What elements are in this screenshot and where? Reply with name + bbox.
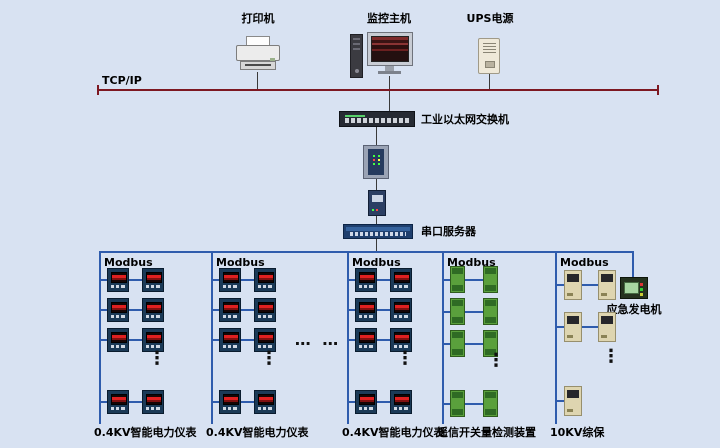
power-meter-icon [219, 268, 241, 292]
bus-column-line [555, 251, 557, 424]
modbus-label: Modbus [560, 256, 609, 269]
ethernet-switch-icon [339, 111, 415, 127]
io-module-icon [483, 390, 498, 417]
printer-label: 打印机 [241, 12, 275, 25]
power-meter-icon [355, 298, 377, 322]
pc-tower-icon [350, 34, 363, 78]
power-meter-icon [219, 328, 241, 352]
power-meter-icon [219, 298, 241, 322]
serial-server-label: 串口服务器 [421, 225, 476, 238]
io-module-icon [450, 390, 465, 417]
emergency-generator-icon [620, 277, 648, 299]
protection-relay-icon [598, 312, 616, 342]
column-bottom-label: 0.4KV智能电力仪表 [206, 426, 309, 439]
printer-output-tray [240, 61, 276, 70]
power-meter-icon [107, 390, 129, 414]
modbus-label: Modbus [104, 256, 153, 269]
column-bottom-label: 0.4KV智能电力仪表 [342, 426, 445, 439]
protection-relay-icon [564, 312, 582, 342]
bus-stub-line [443, 402, 491, 405]
power-meter-icon [142, 268, 164, 292]
ethernet-switch-label: 工业以太网交换机 [421, 113, 509, 126]
power-meter-icon [107, 298, 129, 322]
io-module-icon [483, 330, 498, 357]
monitor-stand [385, 66, 394, 71]
io-module-icon [450, 330, 465, 357]
power-meter-icon [390, 298, 412, 322]
power-meter-icon [390, 268, 412, 292]
tcpip-endcap-left [97, 85, 99, 95]
tcpip-label: TCP/IP [102, 74, 142, 87]
protection-relay-icon [564, 386, 582, 416]
serial-server-icon [343, 224, 413, 239]
monitor-base [378, 71, 401, 74]
power-meter-icon [254, 328, 276, 352]
media-converter-icon [363, 145, 389, 179]
converter-module-icon [368, 190, 386, 216]
power-meter-icon [355, 268, 377, 292]
column-bottom-label: 10KV综保 [550, 426, 605, 439]
printer-icon [236, 36, 280, 72]
ups-drop-wire [489, 74, 490, 90]
power-meter-icon [355, 390, 377, 414]
bus-stub-line [443, 278, 491, 281]
more-devices-ellipsis: ⋮ [148, 348, 166, 369]
chain-wire-1 [376, 127, 377, 145]
chain-wire-3 [376, 216, 377, 224]
protection-relay-icon [564, 270, 582, 300]
modbus-label: Modbus [352, 256, 401, 269]
modbus-label: Modbus [447, 256, 496, 269]
bus-column-line [442, 251, 444, 424]
power-meter-icon [390, 328, 412, 352]
power-meter-icon [254, 268, 276, 292]
more-devices-ellipsis: ⋮ [602, 346, 620, 367]
ups-icon [478, 38, 500, 74]
monitor-screen [371, 36, 409, 62]
generator-drop-line [632, 251, 634, 277]
tcpip-endcap-right [657, 85, 659, 95]
power-meter-icon [355, 328, 377, 352]
power-meter-icon [107, 328, 129, 352]
column-bottom-label: 0.4KV智能电力仪表 [94, 426, 197, 439]
power-meter-icon [219, 390, 241, 414]
bus-column-line [99, 251, 101, 424]
power-meter-icon [254, 298, 276, 322]
monitor-host-label: 监控主机 [367, 12, 411, 25]
monitor-icon [367, 32, 413, 66]
more-devices-ellipsis: ⋮ [396, 348, 414, 369]
power-meter-icon [107, 268, 129, 292]
host-drop-wire [389, 76, 390, 111]
bus-stub-line [443, 342, 491, 345]
printer-button [270, 58, 275, 61]
bus-column-line [347, 251, 349, 424]
power-meter-icon [390, 390, 412, 414]
printer-body [236, 45, 280, 61]
power-meter-icon [142, 390, 164, 414]
bus-stub-line [443, 310, 491, 313]
tcpip-bus-line [98, 89, 658, 91]
power-meter-icon [254, 390, 276, 414]
modbus-label: Modbus [216, 256, 265, 269]
column-bottom-label: 遥信开关量检测装置 [437, 426, 536, 439]
modbus-bus-line [100, 251, 634, 253]
more-devices-ellipsis: ⋮ [260, 348, 278, 369]
protection-relay-icon [598, 270, 616, 300]
more-columns-ellipsis: … … [294, 330, 342, 349]
io-module-icon [450, 298, 465, 325]
chain-wire-2 [376, 179, 377, 190]
power-meter-icon [142, 298, 164, 322]
bus-column-line [211, 251, 213, 424]
emergency-generator-label: 应急发电机 [606, 303, 662, 316]
io-module-icon [483, 266, 498, 293]
power-meter-icon [142, 328, 164, 352]
io-module-icon [450, 266, 465, 293]
io-module-icon [483, 298, 498, 325]
chain-wire-4 [376, 239, 377, 251]
monitor-host-icon [350, 30, 414, 80]
ups-label: UPS电源 [466, 12, 514, 25]
printer-drop-wire [257, 72, 258, 90]
more-devices-ellipsis: ⋮ [487, 350, 505, 371]
